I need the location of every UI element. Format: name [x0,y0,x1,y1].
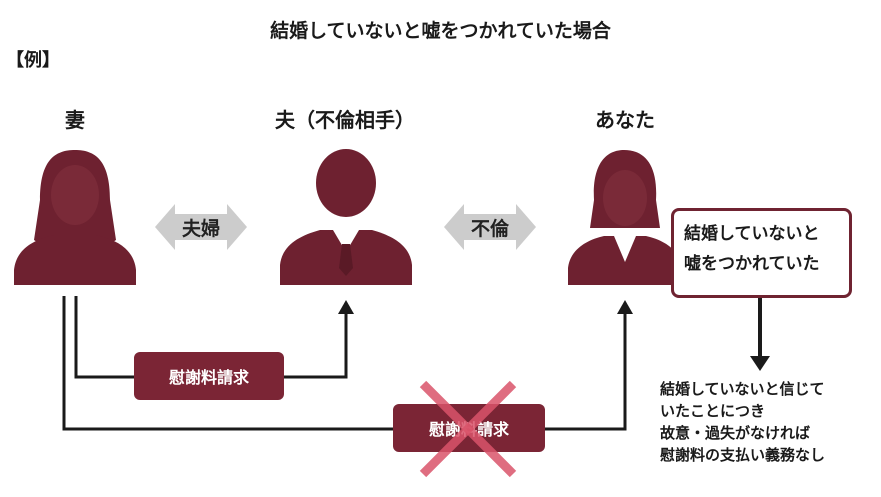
arrowhead-husband [338,300,354,314]
note-line-4: 慰謝料の支払い義務なし [660,446,826,464]
down-arrowhead [750,356,770,371]
wife-label: 妻 [65,108,85,132]
wife-silhouette-icon [14,150,136,285]
you-silhouette-icon [568,150,682,285]
lied-callout-box: 結婚していないと 嘘をつかれていた [671,208,852,298]
note-line-3: 故意・過失がなければ [660,424,811,442]
note-line-2: いたことにつき [660,402,766,420]
note-line-1: 結婚していないと信じて [660,380,825,398]
husband-silhouette-icon [280,149,412,285]
claim-line-you [62,296,627,431]
claim-badge-husband: 慰謝料請求 [134,352,284,400]
affair-double-arrow [444,204,536,250]
husband-label: 夫（不倫相手） [275,108,415,132]
callout-line-1: 結婚していないと [684,224,820,244]
marriage-double-arrow [155,204,247,250]
cross-mark-icon [419,380,517,478]
diagram-title: 結婚していないと嘘をつかれていた場合 [270,20,611,42]
callout-line-2: 嘘をつかれていた [684,254,820,274]
conclusion-note: 結婚していないと信じて いたことにつき 故意・過失がなければ 慰謝料の支払い義務… [660,378,875,466]
marriage-label: 夫婦 [181,218,220,240]
example-label: 【例】 [6,50,60,71]
affair-label: 不倫 [470,218,509,240]
you-label: あなた [595,108,655,132]
arrowhead-you [617,300,633,314]
